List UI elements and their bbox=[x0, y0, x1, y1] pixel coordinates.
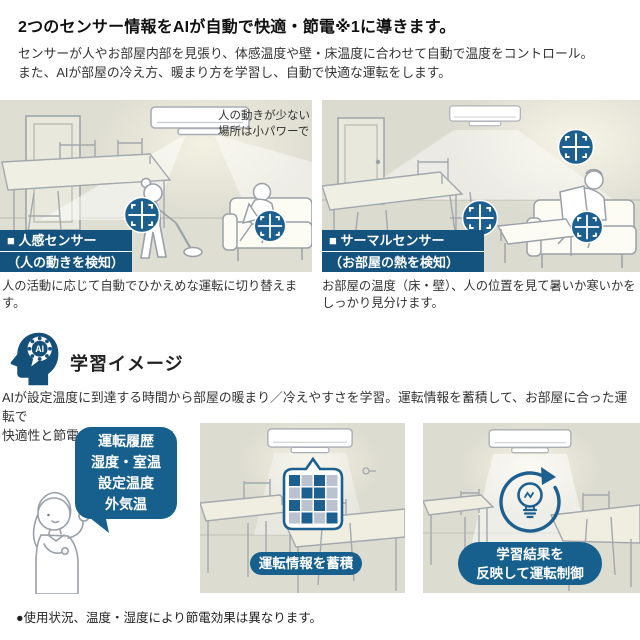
bubble-item: 外気温 bbox=[105, 496, 147, 512]
intro-line-2: また、AIが部屋の冷え方、暖まり方を学習し、自動で快適な運転をします。 bbox=[18, 65, 452, 80]
result-label: 学習結果を 反映して運転制御 bbox=[458, 542, 602, 585]
footnote: ●使用状況、温度・湿度により節電効果は異なります。 bbox=[16, 611, 323, 625]
sensor-target-icon bbox=[253, 209, 287, 243]
learning-desc-line-1: AIが設定温度に到達する時間から部屋の暖まり／冷えやすさを学習。運転情報を蓄積し… bbox=[2, 390, 628, 424]
air-conditioner-icon bbox=[488, 429, 572, 454]
dining-table bbox=[423, 489, 640, 591]
learning-heading: 学習イメージ bbox=[70, 354, 184, 374]
bubble-tail bbox=[84, 514, 110, 533]
motion-sensor-panel: 人の動きが少ない 場所は小パワーで ■ 人感センサー （人の動きを検知） bbox=[0, 100, 312, 272]
bubble-item: 運転履歴 bbox=[98, 433, 154, 449]
thermal-caption-line-2: しっかり見分けます。 bbox=[322, 295, 444, 310]
accumulate-illustration bbox=[200, 428, 405, 593]
result-illustration bbox=[423, 429, 640, 591]
result-label-line-2: 反映して運転制御 bbox=[476, 566, 584, 581]
bubble-item: 湿度・室温 bbox=[91, 454, 161, 470]
motion-sensor-label-title: ■ 人感センサー bbox=[7, 233, 97, 248]
motion-sensor-caption: 人の活動に応じて自動でひかえめな運転に切り替えます。 bbox=[2, 279, 298, 310]
air-conditioner-icon bbox=[449, 105, 521, 127]
ai-brain-icon: AI bbox=[10, 332, 59, 386]
accumulate-label: 運転情報を蓄積 bbox=[250, 552, 362, 575]
lightbulb-learning-icon bbox=[499, 467, 561, 533]
bubble-item: 設定温度 bbox=[98, 475, 154, 491]
page-title: 2つのセンサー情報をAIが自動で快適・節電※1に導きます。 bbox=[18, 19, 456, 36]
motion-sensor-label-sub: （人の動きを検知） bbox=[0, 251, 132, 272]
motion-sensor-label: ■ 人感センサー （人の動きを検知） bbox=[0, 230, 132, 272]
result-label-line-1: 学習結果を bbox=[496, 547, 564, 562]
thermal-caption-line-1: お部屋の温度（床・壁）、人の位置を見て暑いか寒いかを bbox=[322, 279, 636, 293]
air-conditioner-icon bbox=[267, 428, 353, 454]
thermal-sensor-caption: お部屋の温度（床・壁）、人の位置を見て暑いか寒いかを しっかり見分けます。 bbox=[322, 278, 640, 311]
sensor-target-icon bbox=[557, 128, 595, 166]
thermal-sensor-label-title: ■ サーマルセンサー bbox=[329, 233, 445, 248]
annotation-line-1: 人の動きが少ない bbox=[218, 110, 310, 122]
sensor-target-icon bbox=[123, 196, 161, 234]
wall-fixture bbox=[362, 467, 376, 475]
low-power-annotation: 人の動きが少ない 場所は小パワーで bbox=[218, 109, 310, 140]
learning-inputs-bubble: 運転履歴 湿度・室温 設定温度 外気温 bbox=[75, 427, 177, 533]
thermal-sensor-panel: ■ サーマルセンサー （お部屋の熱を検知） bbox=[322, 100, 640, 272]
accumulate-panel: 運転情報を蓄積 bbox=[200, 423, 405, 593]
thermal-sensor-label-sub: （お部屋の熱を検知） bbox=[322, 251, 484, 272]
thermal-sensor-label: ■ サーマルセンサー （お部屋の熱を検知） bbox=[322, 230, 484, 272]
sensor-target-icon bbox=[570, 210, 604, 244]
intro-line-1: センサーが人やお部屋内部を見張り、体感温度や壁・床温度に合わせて自動で温度をコン… bbox=[18, 46, 594, 61]
annotation-line-2: 場所は小パワーで bbox=[218, 125, 310, 138]
data-grid-icon bbox=[282, 456, 344, 531]
ai-badge-text: AI bbox=[35, 344, 44, 354]
intro-text: センサーが人やお部屋内部を見張り、体感温度や壁・床温度に合わせて自動で温度をコン… bbox=[18, 44, 593, 82]
result-panel: 学習結果を 反映して運転制御 bbox=[423, 423, 640, 593]
